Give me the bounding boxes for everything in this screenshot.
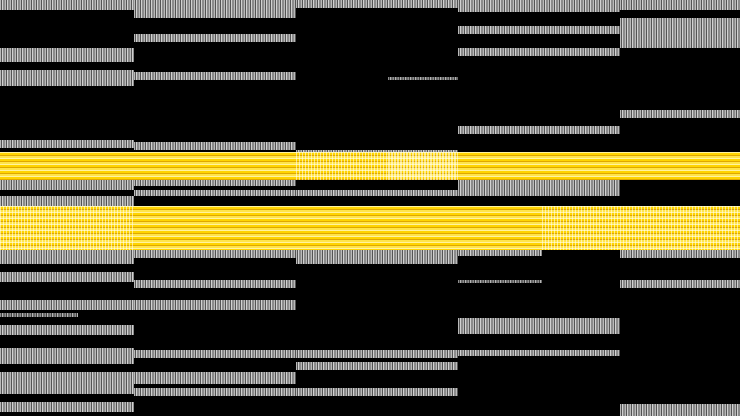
column-2-bar (134, 300, 296, 310)
column-4-bar (458, 180, 620, 196)
column-5-bar (620, 280, 740, 288)
highlight-band-texture (542, 206, 620, 250)
column-4-bar (458, 48, 620, 56)
column-1-bar (0, 325, 134, 335)
highlight-band-texture (0, 206, 134, 250)
column-3-bar (296, 388, 458, 396)
column-5-bar (620, 0, 740, 10)
column-1-bar (0, 348, 134, 364)
column-4-bar (458, 350, 620, 356)
column-3-bar (296, 0, 458, 8)
column-2-bar (134, 180, 296, 186)
column-1-bar (0, 196, 134, 208)
column-4-bar (458, 250, 542, 256)
column-2-bar (134, 34, 296, 42)
column-1-bar (0, 402, 134, 412)
column-4-bar (458, 318, 620, 334)
highlight-band-texture (620, 206, 740, 250)
column-1-bar (0, 300, 134, 310)
column-3-bar (296, 350, 458, 358)
column-1-bar (0, 70, 134, 86)
column-1-bar (0, 180, 134, 190)
column-2-bar (134, 372, 296, 384)
column-5-bar (620, 18, 740, 48)
column-4-bar (458, 26, 620, 34)
column-3-bar (296, 362, 458, 370)
column-1-bar (0, 250, 134, 264)
column-2-bar (134, 280, 296, 288)
column-5-bar (620, 110, 740, 118)
column-2-bar (134, 350, 296, 358)
column-1-bar (0, 272, 134, 282)
highlight-band-lower (0, 206, 740, 250)
column-1-bar (0, 140, 134, 148)
column-1-bar (0, 0, 134, 10)
column-5-bar (620, 404, 740, 416)
column-4-bar (458, 126, 620, 134)
column-4-bar (458, 0, 620, 12)
highlight-band-upper (0, 152, 740, 180)
column-3-bar (388, 77, 458, 80)
column-2-bar (134, 142, 296, 150)
column-2-bar (134, 250, 296, 258)
column-1-bar (0, 313, 78, 317)
column-5-bar (620, 250, 740, 258)
highlight-band-texture (388, 152, 458, 180)
column-3-bar (296, 190, 458, 196)
column-4-bar (458, 280, 542, 283)
column-3-bar (296, 250, 458, 264)
column-1-bar (0, 372, 134, 394)
column-2-bar (134, 72, 296, 80)
column-1-bar (0, 48, 134, 62)
column-2-bar (134, 190, 296, 196)
column-2-bar (134, 0, 296, 18)
column-2-bar (134, 388, 296, 396)
